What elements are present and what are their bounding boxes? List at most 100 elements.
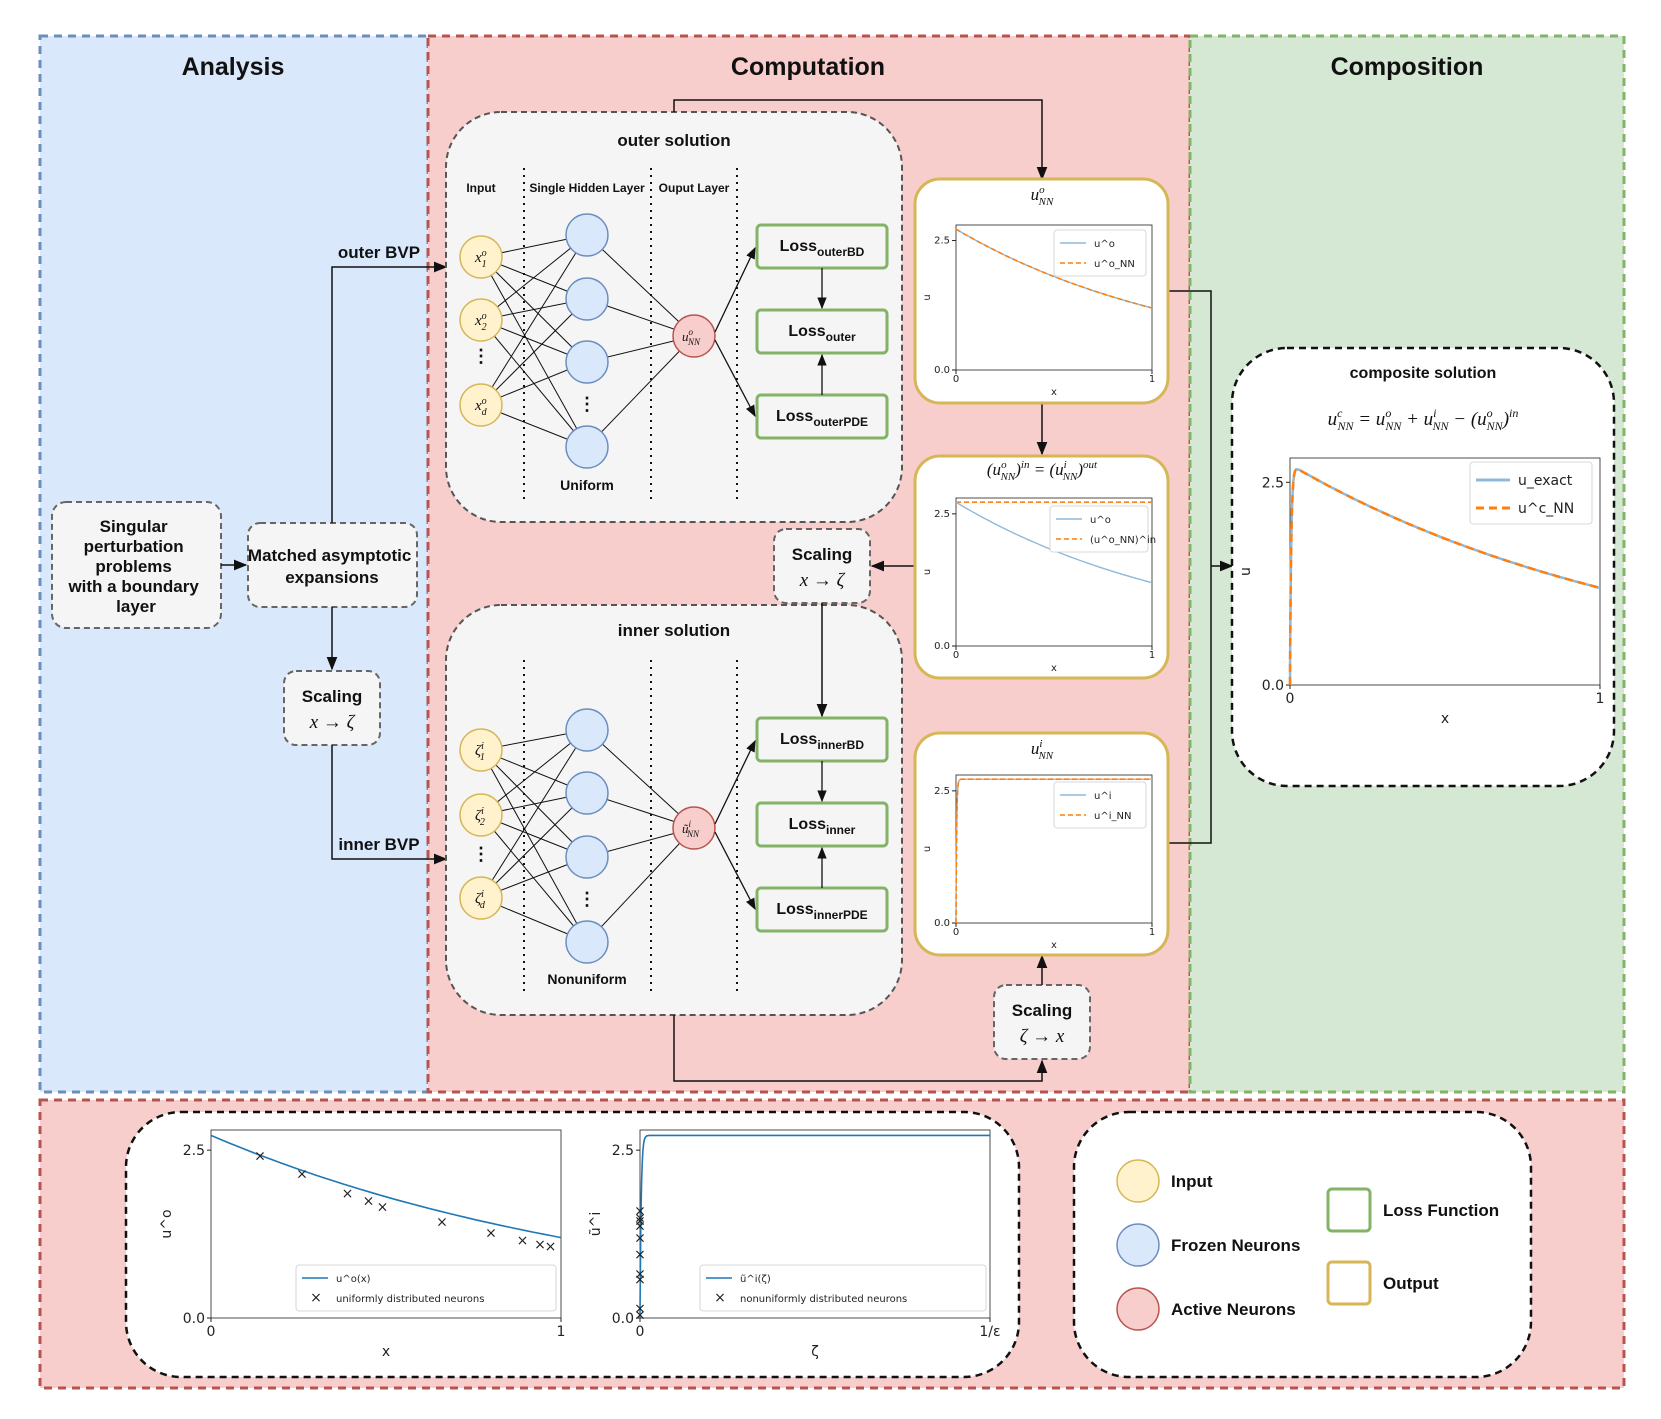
x-axis-label: x	[382, 1344, 390, 1360]
connection	[586, 827, 695, 943]
series-line	[210, 1134, 562, 1239]
legend-marker: ×	[714, 1290, 726, 1306]
y-tick-label: 2.5	[934, 786, 950, 797]
legend-frozen-swatch	[1116, 1223, 1160, 1267]
legend-loss-swatch	[1326, 1187, 1372, 1233]
hidden-ellipsis: ⋮	[578, 889, 596, 909]
frozen-neuron	[565, 425, 609, 469]
y-axis-label: u	[922, 569, 933, 575]
scaling-math-mid: x → ζ	[799, 570, 846, 591]
y-tick-label: 0.0	[934, 641, 950, 652]
composition-title: Composition	[1331, 53, 1484, 81]
scaling-box-mid	[773, 528, 871, 604]
legend-active-label: Active Neurons	[1171, 1300, 1296, 1319]
neuron-marker: ×	[485, 1226, 497, 1242]
legend-marker: ×	[310, 1290, 322, 1306]
connection	[586, 335, 695, 448]
x-tick-label: 0	[636, 1324, 645, 1340]
loss-inner	[755, 801, 889, 848]
chart-legend	[1049, 505, 1149, 553]
x-axis-label: x	[1051, 663, 1057, 674]
matched-box	[247, 522, 418, 608]
plot-frame	[210, 1129, 562, 1319]
x-axis-label: x	[1441, 711, 1449, 727]
connection	[586, 234, 695, 337]
neuron-marker: ×	[634, 1267, 646, 1283]
output-box-match	[913, 454, 1170, 680]
connection	[480, 792, 588, 899]
scaling-label-analysis: Scaling	[302, 687, 362, 706]
scaling-math-analysis: x → ζ	[309, 712, 356, 733]
y-tick-label: 0.0	[612, 1311, 634, 1327]
neuron-marker: ×	[436, 1214, 448, 1230]
outer-solution-block: outer solution Input Single Hidden Layer…	[445, 111, 903, 523]
neuron-marker: ×	[634, 1247, 646, 1263]
uniform-label: Uniform	[560, 477, 614, 493]
x-axis-label: x	[1051, 940, 1057, 951]
arrow-outer-bvp	[331, 261, 448, 523]
legend-output-swatch	[1326, 1260, 1372, 1306]
x-axis-label: x	[1051, 387, 1057, 398]
y-tick-label: 0.0	[1262, 678, 1284, 694]
neuron-marker: ×	[517, 1233, 529, 1249]
outer-bvp-label: outer BVP	[338, 243, 420, 262]
connection	[586, 729, 695, 829]
plot-frame	[639, 1129, 991, 1319]
legend-input-swatch	[1116, 1159, 1160, 1203]
input-ellipsis: ⋮	[472, 844, 490, 864]
legend-entry: uniformly distributed neurons	[336, 1294, 484, 1305]
analysis-title: Analysis	[182, 53, 285, 81]
input-neuron	[459, 235, 503, 279]
y-tick-label: 2.5	[612, 1143, 634, 1159]
chart-legend	[295, 1264, 557, 1312]
composite-title: composite solution	[1350, 365, 1497, 382]
neuron-marker: ×	[534, 1237, 546, 1253]
neuron-marker: ×	[634, 1308, 646, 1324]
chart-legend	[1053, 781, 1147, 829]
legend-entry: u^o	[1094, 239, 1115, 250]
x-tick-label: 1	[1149, 927, 1155, 938]
x-tick-label: 0	[953, 374, 959, 385]
svg-text:LossouterPDE: LossouterPDE	[776, 408, 868, 429]
frozen-neuron	[565, 277, 609, 321]
svg-text:ζi1: ζi1	[475, 741, 485, 763]
x-tick-label: 0	[953, 927, 959, 938]
connection	[480, 234, 588, 406]
svg-text:ζi2: ζi2	[475, 806, 485, 828]
svg-text:ζid: ζid	[475, 889, 486, 911]
svg-text:xod: xod	[474, 396, 488, 418]
scaling-label-bottom: Scaling	[1012, 1001, 1072, 1020]
chart-legend	[699, 1264, 987, 1312]
arrow	[714, 831, 756, 911]
legend-active-swatch	[1116, 1287, 1160, 1331]
inner-bvp-label: inner BVP	[338, 835, 419, 854]
neuron-marker: ×	[342, 1186, 354, 1202]
neuron-marker: ×	[634, 1230, 646, 1246]
neuron-marker: ×	[634, 1218, 646, 1234]
legend-entry: u^o	[1090, 515, 1111, 526]
nonuniform-label: Nonuniform	[547, 971, 626, 987]
x-tick-label: 1/ε	[979, 1324, 1000, 1340]
series-line	[639, 1134, 990, 1318]
legend-box	[1072, 1110, 1533, 1379]
y-tick-label: 2.5	[1262, 475, 1284, 491]
legend-entry: ũ^i(ζ)	[740, 1274, 771, 1285]
svg-text:LossouterBD: LossouterBD	[780, 238, 865, 259]
svg-text:Lossinner: Lossinner	[789, 816, 856, 837]
hidden-ellipsis: ⋮	[578, 394, 596, 414]
loss-outer	[755, 308, 889, 355]
legend-frozen-label: Frozen Neurons	[1171, 1236, 1300, 1255]
inner-solution-title: inner solution	[618, 621, 730, 640]
y-tick-label: 2.5	[934, 509, 950, 520]
connection	[480, 729, 588, 899]
arrow-to-composite	[1168, 290, 1232, 844]
